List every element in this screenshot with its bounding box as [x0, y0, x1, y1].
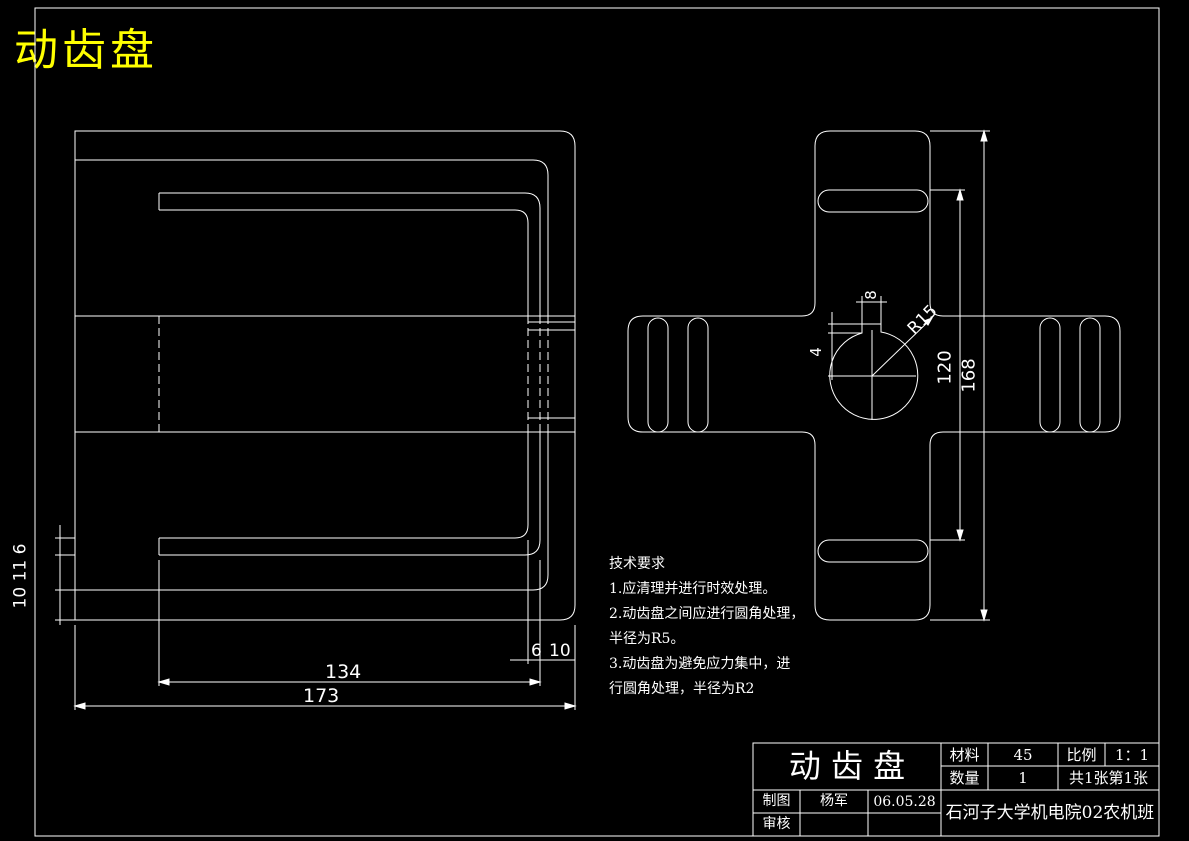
dimension-4: 4 [806, 347, 825, 357]
dimension-10: 10 [549, 641, 571, 661]
tech-line: 2.动齿盘之间应进行圆角处理， [609, 606, 805, 622]
front-view [627, 130, 1121, 621]
dimension-173: 173 [303, 685, 340, 707]
front-view-dimensions [828, 129, 990, 622]
drawn-name: 杨军 [820, 793, 848, 809]
side-view [74, 130, 576, 621]
technical-requirements: 技术要求 1.应清理并进行时效处理。 2.动齿盘之间应进行圆角处理， 半径为R5… [609, 552, 804, 702]
tech-line: 1.应清理并进行时效处理。 [609, 581, 777, 597]
title-block-frame [752, 742, 1160, 837]
scale-label: 比例 [1066, 746, 1097, 764]
scale-value: 1：1 [1114, 746, 1150, 764]
drawn-label: 制图 [762, 793, 791, 809]
review-label: 审核 [762, 816, 791, 832]
quantity-value: 1 [1018, 769, 1028, 787]
organization: 石河子大学机电院02农机班 [945, 803, 1155, 823]
side-view-dimensions [55, 525, 577, 710]
material-label: 材料 [949, 746, 980, 764]
tech-heading: 技术要求 [609, 556, 665, 572]
dimension-134: 134 [325, 661, 362, 683]
tech-line: 半径为R5。 [609, 631, 685, 647]
drawn-date: 06.05.28 [873, 794, 936, 810]
quantity-label: 数量 [949, 769, 980, 787]
title-block-part-name: 动 齿 盘 [788, 747, 906, 785]
tech-line: 行圆角处理，半径为R2 [609, 681, 755, 697]
tech-line: 3.动齿盘为避免应力集中，进 [609, 656, 791, 672]
drawing-title: 动齿盘 [14, 25, 158, 76]
sheet-border [34, 7, 1160, 837]
material-value: 45 [1013, 746, 1033, 764]
dimension-8: 8 [861, 290, 880, 300]
dimension-6: 6 [531, 641, 542, 661]
dimension-120: 120 [934, 350, 956, 385]
dimension-10-11-6: 10 11 6 [10, 543, 31, 609]
sheet-info: 共1张第1张 [1068, 769, 1149, 787]
dimension-168: 168 [958, 358, 980, 393]
